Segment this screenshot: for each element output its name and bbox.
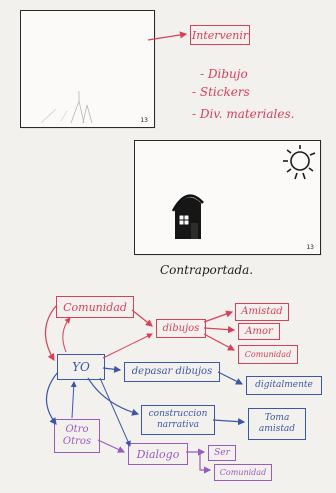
node-label: Otros xyxy=(62,436,92,447)
node-amor: Amor xyxy=(238,323,280,340)
node-depasar-dibujos: depasar dibujos xyxy=(124,362,220,382)
node-label: amistad xyxy=(258,424,296,434)
node-label: narrativa xyxy=(156,420,200,430)
faint-figure-sketch xyxy=(40,91,93,124)
page-number: 13 xyxy=(140,117,148,124)
arrow-otros-yo xyxy=(70,381,77,419)
top-sketch-frame: 13 xyxy=(20,10,155,128)
node-comunidad-bottom: Comunidad xyxy=(214,464,272,481)
node-label: depasar dibujos xyxy=(131,366,213,377)
house-drawing xyxy=(171,194,204,239)
node-label: Comunidad xyxy=(63,300,127,314)
node-label: YO xyxy=(72,360,90,374)
arrow-dibujos-comunidad xyxy=(203,333,236,351)
intervenir-box: Intervenir xyxy=(190,25,250,45)
node-ser: Ser xyxy=(208,445,236,461)
node-label: Comunidad xyxy=(244,349,292,359)
arrow-to-intervenir xyxy=(147,31,188,41)
node-label: Dialogo xyxy=(136,447,180,461)
node-dialogo: Dialogo xyxy=(128,443,188,465)
arrow-dibujos-amistad xyxy=(203,310,234,323)
page-number: 13 xyxy=(306,244,314,251)
list-item-stickers: - Stickers xyxy=(192,85,250,99)
node-label: construccion xyxy=(148,409,208,419)
node-digitalmente: digitalmente xyxy=(246,376,322,395)
sun-drawing xyxy=(283,145,316,180)
arrow-yo-otros xyxy=(45,371,59,425)
node-amistad: Amistad xyxy=(235,303,289,321)
node-comunidad-small: Comunidad xyxy=(238,345,298,364)
node-label: Toma xyxy=(264,413,290,423)
list-item-materiales: - Div. materiales. xyxy=(192,107,295,121)
arrow-yo-dibujos xyxy=(102,333,153,359)
node-label: Otro xyxy=(65,424,89,435)
node-toma-amistad: Toma amistad xyxy=(248,408,306,440)
arrow-yo-construccion xyxy=(87,377,140,416)
node-otro-otros: Otro Otros xyxy=(54,419,100,453)
node-label: Ser xyxy=(214,447,230,458)
house-and-sun-drawing xyxy=(171,145,316,239)
list-item-dibujo: - Dibujo xyxy=(200,67,248,81)
arrow-dialogo-comunidad xyxy=(199,452,212,474)
node-comunidad: Comunidad xyxy=(56,296,134,318)
arrow-construccion-toma xyxy=(212,418,246,426)
contraportada-caption: Contraportada. xyxy=(160,263,254,277)
arrow-depasar-digital xyxy=(217,371,244,385)
arrow-comunidad-dibujos xyxy=(131,309,153,327)
arrow-yo-comunidad xyxy=(62,317,71,353)
arrow-dibujos-amor xyxy=(203,326,236,334)
arrow-yo-depasar xyxy=(102,365,122,373)
arrow-comunidad-yo xyxy=(44,305,57,362)
middle-sketch-frame: 13 xyxy=(134,140,321,255)
node-label: digitalmente xyxy=(255,380,313,390)
intervenir-label: Intervenir xyxy=(191,28,249,42)
node-yo: YO xyxy=(57,354,105,380)
node-label: dibujos xyxy=(162,322,200,334)
arrow-yo-dialogo xyxy=(99,377,131,447)
arrow-otros-dialogo xyxy=(97,439,126,453)
node-label: Comunidad xyxy=(219,467,267,477)
node-label: Amistad xyxy=(241,306,283,317)
node-label: Amor xyxy=(245,325,273,337)
